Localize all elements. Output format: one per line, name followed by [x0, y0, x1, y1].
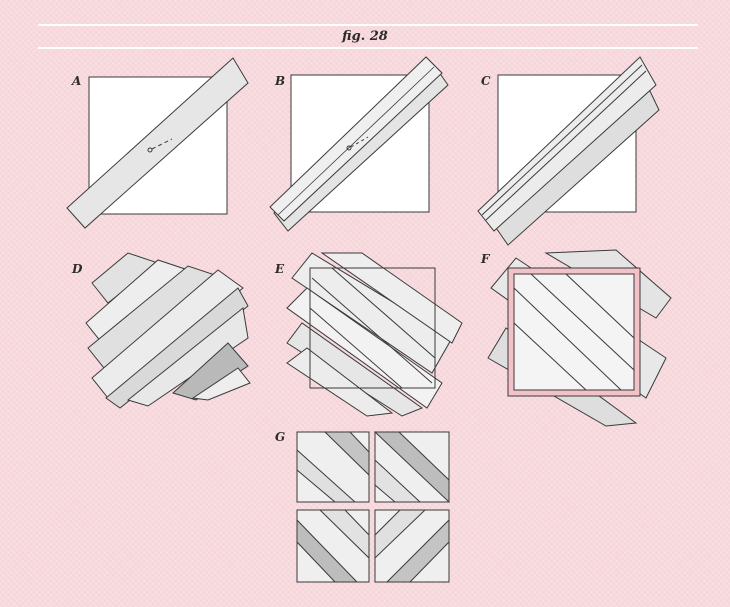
strip-piece	[191, 367, 251, 401]
panel-label-f: F	[481, 252, 490, 266]
block-strip-dark	[385, 518, 450, 583]
trimmed-block	[513, 273, 635, 391]
strip-first	[66, 57, 249, 229]
panel-label-e: E	[275, 262, 285, 276]
panel-label-a: A	[72, 74, 82, 88]
seam-line	[311, 277, 433, 384]
top-rule-lower	[38, 47, 698, 49]
seam-line	[481, 64, 643, 216]
seam-line	[513, 322, 587, 391]
top-rule-upper	[38, 24, 698, 26]
block-strip-dark	[296, 518, 359, 583]
strip-piece	[286, 347, 394, 417]
pin-icon	[346, 145, 352, 151]
block-strip	[296, 448, 357, 503]
pin-line	[151, 138, 173, 150]
strip-piece	[91, 269, 244, 399]
trim-square	[309, 267, 436, 389]
seam-line	[331, 267, 436, 359]
block-strip-dark	[323, 431, 370, 477]
panel-f	[486, 248, 676, 428]
seam-line	[530, 273, 635, 371]
pin-icon	[147, 147, 153, 153]
panel-e	[282, 248, 467, 418]
panel-a	[60, 55, 255, 230]
seam-line	[485, 70, 647, 221]
strip-piece	[105, 287, 249, 409]
block-strip-dark	[373, 431, 450, 504]
panel-label-g: G	[275, 430, 286, 444]
block-strip	[374, 509, 427, 560]
panel-label-d: D	[72, 262, 83, 276]
panel-label-c: C	[481, 74, 491, 88]
strip-piece	[126, 307, 249, 407]
seam-line	[513, 287, 622, 391]
block-strip	[318, 509, 370, 560]
panel-d	[78, 248, 263, 418]
seam-line	[309, 307, 403, 389]
strip-piece	[286, 287, 443, 409]
seam-line	[565, 273, 635, 339]
figure-title: fig. 28	[342, 29, 388, 44]
block-strip	[374, 458, 422, 503]
panel-c	[470, 55, 665, 250]
panel-b	[262, 55, 457, 235]
strip-piece-dark	[172, 342, 249, 401]
strip-piece	[320, 252, 463, 344]
seam-line	[277, 66, 435, 216]
panel-g	[295, 430, 455, 585]
panel-label-b: B	[275, 74, 286, 88]
strip-first	[269, 56, 443, 222]
